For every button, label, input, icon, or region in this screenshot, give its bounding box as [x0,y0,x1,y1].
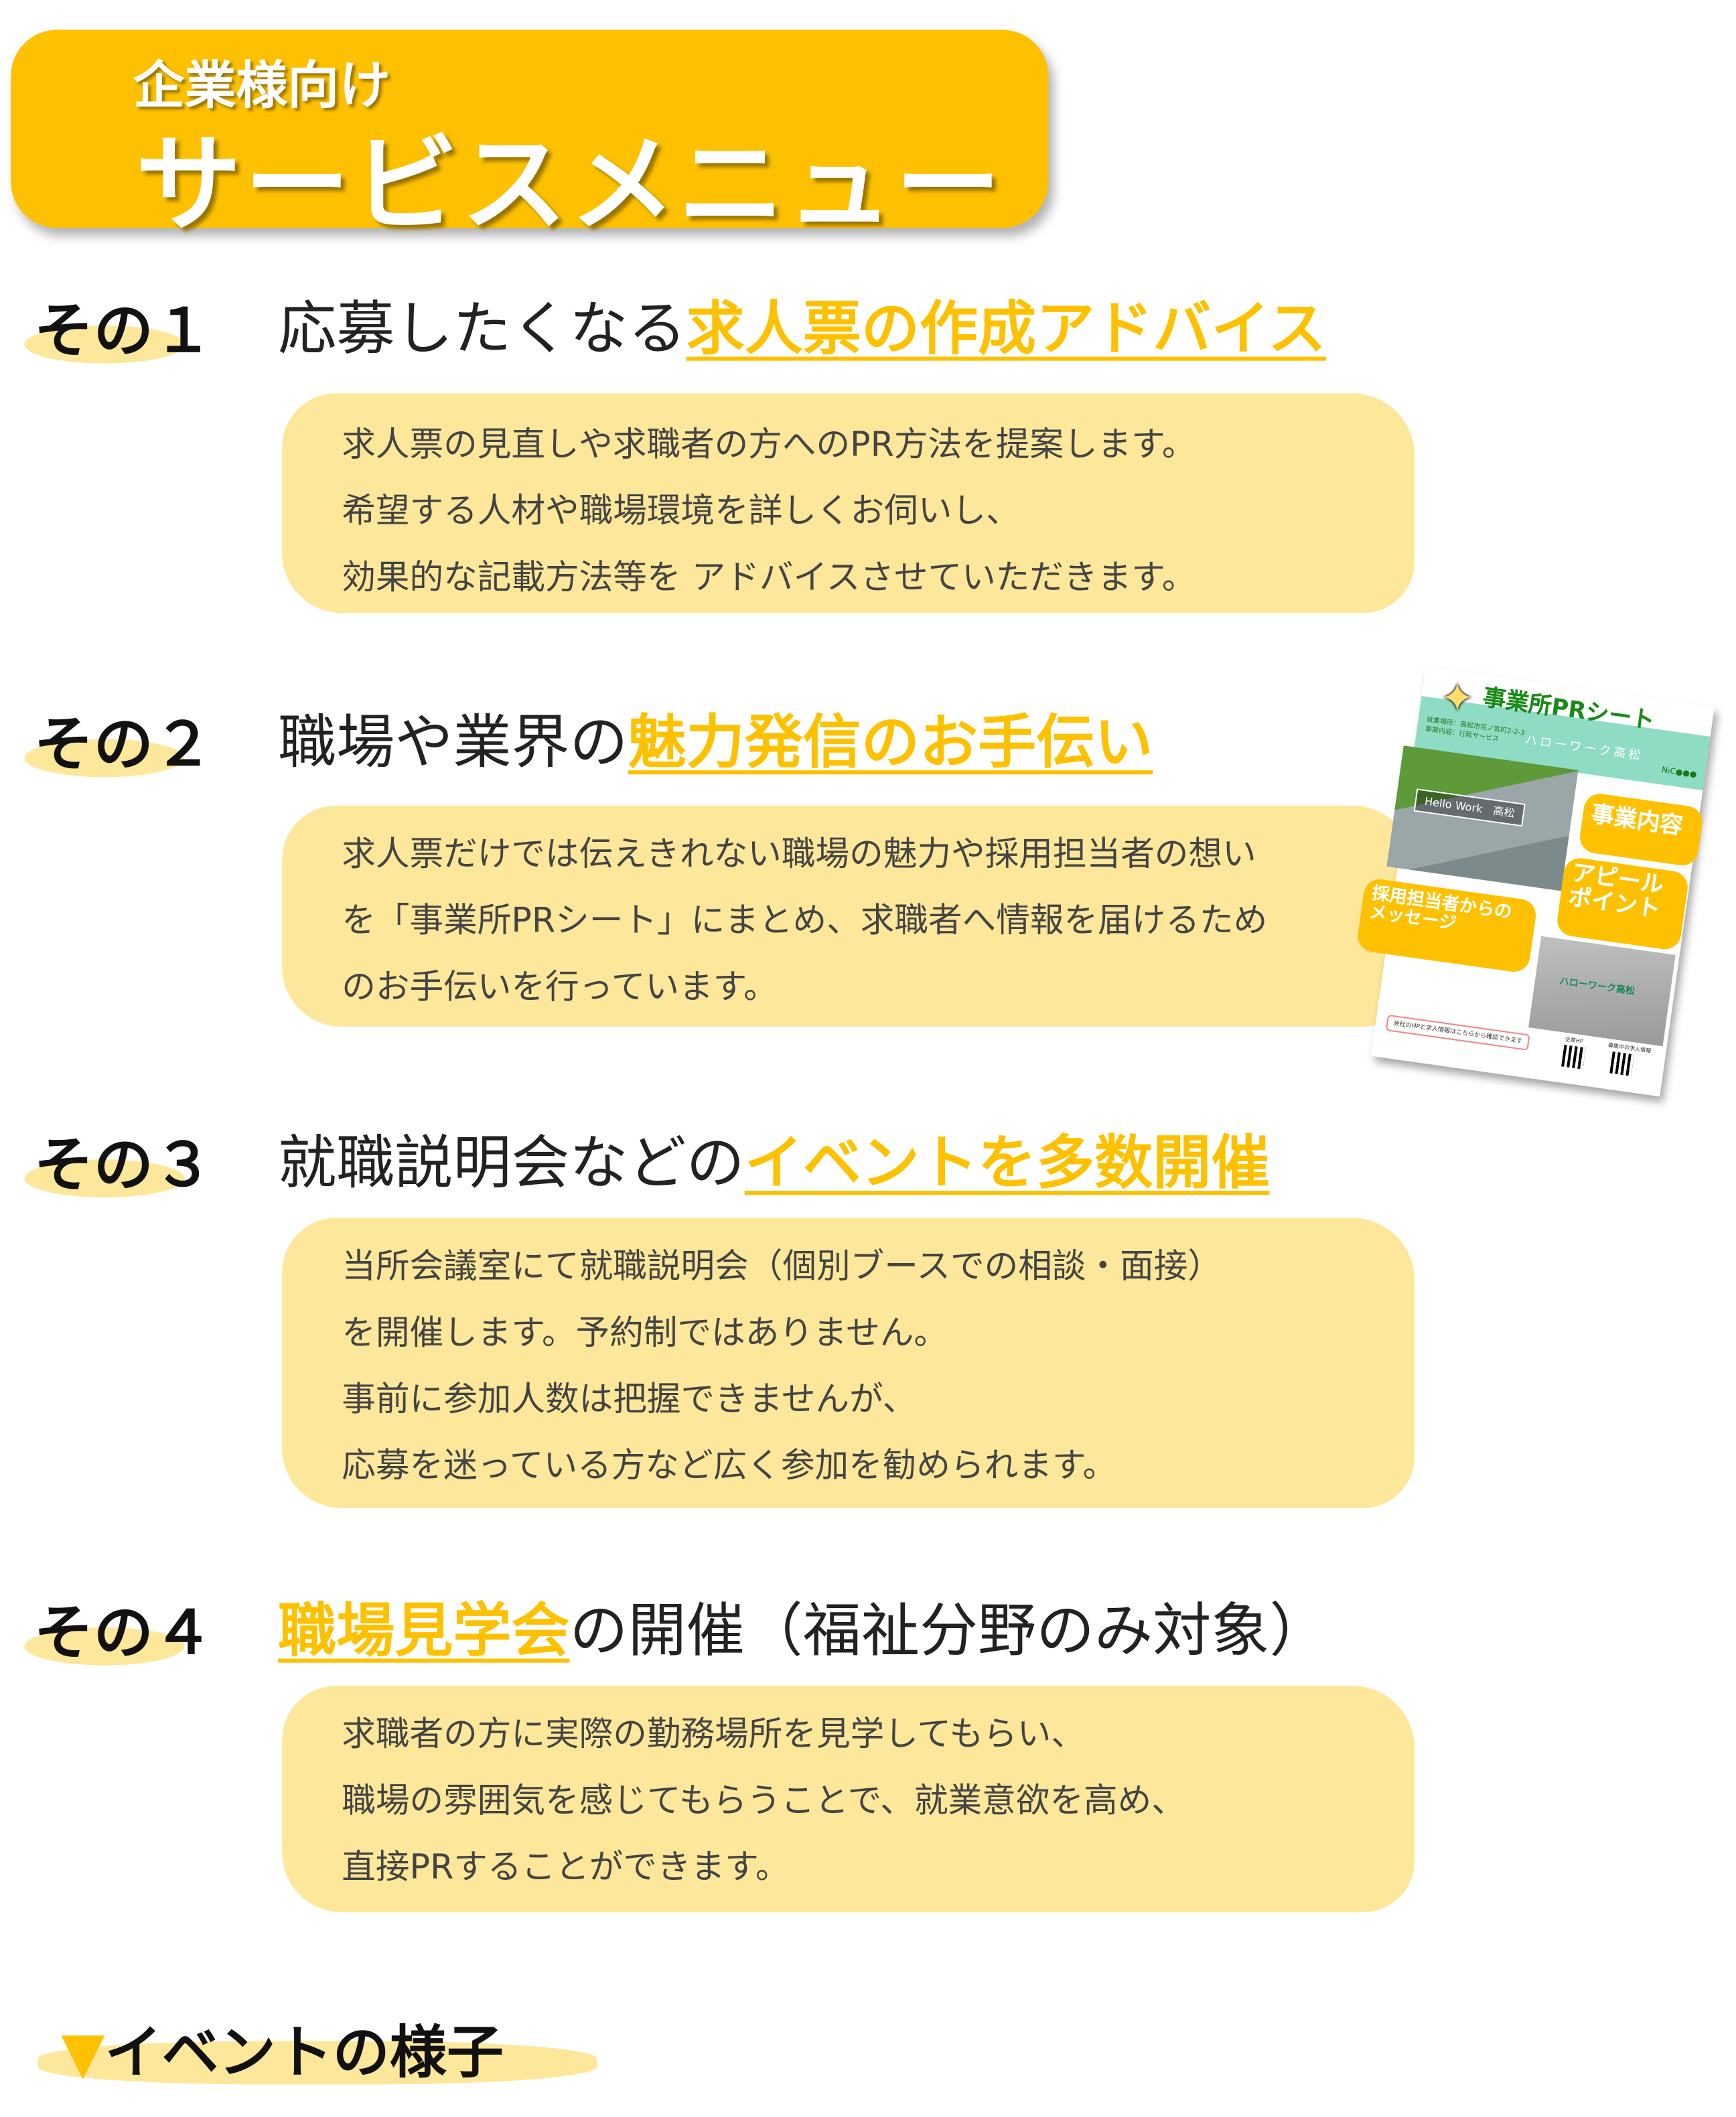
title-highlight: 職場見学会 [278,1597,570,1666]
body-line: 事前に参加人数は把握できませんが、 [342,1379,917,1419]
body-line: 職場の雰囲気を感じてもらうことで、就業意欲を高め、 [342,1780,1185,1820]
body-line: のお手伝いを行っています。 [342,966,778,1007]
title-text: 応募したくなる [278,295,686,364]
header-title: サービスメニュー [135,125,1004,247]
section-4-label: その４ [33,1599,213,1668]
photo-sign: Hello Work 高松 [1413,788,1526,827]
title-highlight: 魅力発信のお手伝い [628,709,1153,778]
body-line: 効果的な記載方法等を アドバイスさせていただきます。 [342,557,1196,597]
section-2-title: 職場や業界の魅力発信のお手伝い [278,696,1153,780]
label-highlight [24,1627,185,1666]
label-highlight [24,325,185,364]
section-3-title: 就職説明会などのイベントを多数開催 [278,1116,1269,1201]
section-2-body: 求人票だけでは伝えきれない職場の魅力や採用担当者の想い を「事業所PRシート」に… [282,805,1415,1027]
body-line: 当所会議室にて就職説明会（個別ブースでの相談・面接） [342,1246,1222,1286]
qr-code-icon [1609,1051,1634,1076]
section-4-body: 求職者の方に実際の勤務場所を見学してもらい、 職場の雰囲気を感じてもらうことで、… [282,1686,1415,1913]
body-line: を開催します。予約制ではありません。 [342,1313,948,1352]
pill-business: 事業内容 [1577,792,1705,868]
body-line: 求職者の方に実際の勤務場所を見学してもらい、 [342,1714,1086,1754]
title-highlight: イベントを多数開催 [744,1129,1270,1198]
body-line: 応募を迷っている方など広く参加を勧められます。 [342,1445,1117,1485]
body-line: を「事業所PRシート」にまとめ、求職者へ情報を届けるため [342,900,1268,940]
label-highlight [24,1159,185,1198]
pill-appeal: アピールポイント [1555,856,1690,952]
events-heading: ▼イベントの様子 [61,2007,504,2090]
sparkle-icon: ✦ [1440,675,1475,723]
section-2-label: その２ [33,711,213,780]
body-line: 希望する人材や職場環境を詳しくお伺いし、 [342,491,1020,530]
header-subtitle: 企業様向け [133,56,391,116]
section-4-title: 職場見学会の開催（福祉分野のみ対象） [278,1584,1327,1668]
body-line: 直接PRすることができます。 [342,1847,790,1887]
label-highlight [24,739,185,778]
events-highlight [38,2041,597,2085]
sheet-footer: 会社のHPと求人情報はこちらから確認できます [1385,1014,1530,1051]
section-1-title: 応募したくなる求人票の作成アドバイス [278,282,1326,366]
title-text: の開催（福祉分野のみ対象） [569,1597,1328,1666]
section-3-body: 当所会議室にて就職説明会（個別ブースでの相談・面接） を開催します。予約制ではあ… [282,1218,1415,1508]
events-label: イベントの様子 [104,2019,504,2086]
body-line: 求人票の見直しや求職者の方へのPR方法を提案します。 [342,424,1196,464]
body-line: 求人票だけでは伝えきれない職場の魅力や採用担当者の想い [342,834,1256,874]
title-text: 職場や業界の [278,709,628,778]
section-1-body: 求人票の見直しや求職者の方へのPR方法を提案します。 希望する人材や職場環境を詳… [282,393,1415,613]
qr-label: 企業HP [1565,1035,1584,1045]
section-1-label: その１ [33,297,213,366]
title-highlight: 求人票の作成アドバイス [686,295,1326,364]
wall-sign: ハローワーク高松 [1559,975,1636,997]
building-photo: Hello Work 高松 [1386,745,1579,891]
triangle-down-icon: ▼ [61,2019,105,2086]
header-banner: 企業様向け サービスメニュー [11,29,1049,247]
title-text: 就職説明会などの [278,1129,745,1198]
section-3-label: その３ [33,1130,213,1201]
wall-photo: ハローワーク高松 [1528,936,1676,1047]
qr-code-icon [1561,1045,1586,1070]
